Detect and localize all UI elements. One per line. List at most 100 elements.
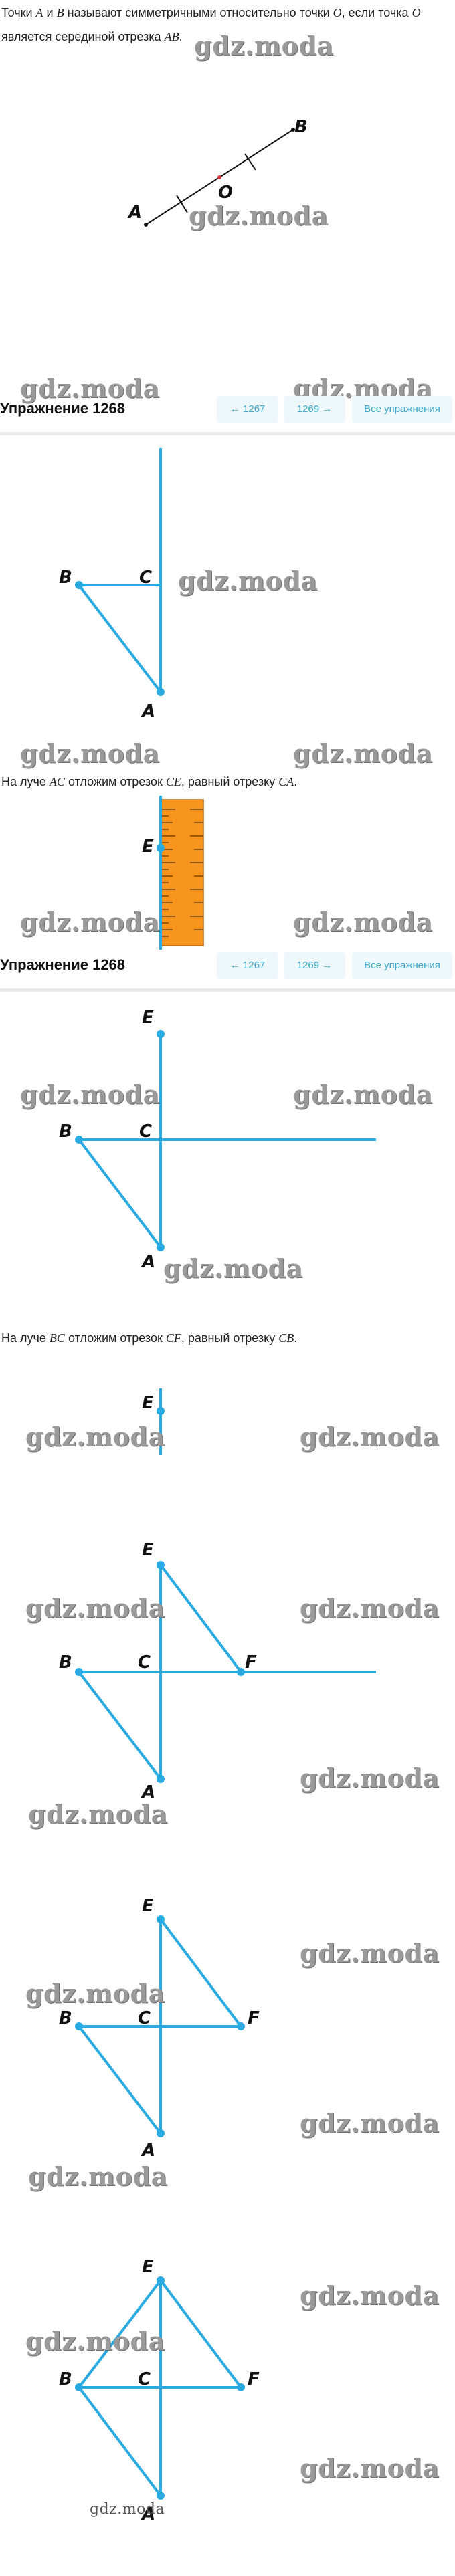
all-exercises-button[interactable]: Все упражнения [352, 952, 452, 979]
watermark: gdz.moda [20, 373, 160, 403]
watermark: gdz.moda [28, 1799, 168, 1829]
watermark: gdz.moda [25, 1978, 165, 2008]
exercise-title: Упражнение 1268 [0, 956, 126, 973]
label-C: C [139, 568, 152, 588]
step-text: На луче [1, 775, 46, 788]
figure-4: E B C F A [59, 1540, 376, 1799]
step2-text: На луче BC отложим отрезок CF, равный от… [1, 1328, 297, 1348]
watermark: gdz.moda [293, 907, 433, 937]
watermark: gdz.moda [25, 1422, 165, 1452]
step-text: . [294, 775, 298, 788]
label-A: A [141, 702, 155, 722]
label-B: B [59, 1121, 72, 1142]
math-B: B [56, 6, 64, 19]
watermark: gdz.moda [163, 1253, 303, 1283]
step1-text: На луче AC отложим отрезок CE, равный от… [1, 772, 297, 792]
divider [0, 432, 455, 435]
watermark: gdz.moda [20, 738, 160, 768]
intro-text: . [179, 30, 183, 43]
watermark: gdz.moda [194, 31, 334, 61]
label-E: E [142, 1896, 154, 1916]
watermark: gdz.moda [90, 2501, 165, 2518]
math-ray: BC [49, 1331, 65, 1345]
watermark: gdz.moda [25, 1593, 165, 1623]
label-E: E [142, 1540, 154, 1560]
math-ray: AC [49, 775, 65, 788]
figure-5: E B C F A [59, 1896, 260, 2160]
math-AB: AB [164, 30, 179, 43]
math-segment: CA [278, 775, 294, 788]
exercise-title: Упражнение 1268 [0, 400, 126, 417]
watermark: gdz.moda [189, 201, 329, 231]
next-exercise-button[interactable]: 1269 → [284, 952, 345, 979]
step-text: отложим отрезок [68, 1331, 163, 1345]
exercise-bar: Упражнение 1268 ← 1267 1269 → Все упражн… [0, 396, 455, 425]
label-C: C [138, 2369, 151, 2389]
ruler-figure: E [142, 796, 204, 950]
label-C: C [138, 2008, 151, 2028]
math-A: A [35, 6, 43, 19]
watermark: gdz.moda [300, 1763, 440, 1793]
math-O: O [333, 6, 342, 19]
step-text: На луче [1, 1331, 46, 1345]
watermark: gdz.moda [293, 738, 433, 768]
watermark: gdz.moda [20, 907, 160, 937]
math-segment: CE [165, 775, 181, 788]
intro-line-2: является серединой отрезка AB. [1, 27, 183, 47]
figure-6: E B C F A [59, 2257, 260, 2525]
divider [0, 988, 455, 992]
watermark: gdz.moda [300, 1938, 440, 1968]
label-E: E [142, 1008, 154, 1028]
exercise-bar: Упражнение 1268 ← 1267 1269 → Все упражн… [0, 952, 455, 982]
all-exercises-button[interactable]: Все упражнения [352, 396, 452, 423]
figure-2: E B C A [59, 1008, 376, 1272]
watermark: gdz.moda [300, 1422, 440, 1452]
label-C: C [138, 1652, 151, 1673]
prev-exercise-button[interactable]: ← 1267 [217, 396, 278, 423]
label-F: F [248, 2369, 260, 2389]
label-A: A [141, 1782, 155, 1799]
figure-1: B C A [59, 448, 165, 722]
label-B: B [59, 1652, 72, 1673]
label-B: B [59, 568, 72, 588]
label-F: F [245, 1652, 257, 1673]
next-exercise-button[interactable]: 1269 → [284, 396, 345, 423]
step-text: . [294, 1331, 298, 1345]
math-segment: CB [278, 1331, 294, 1345]
label-B: B [59, 2008, 72, 2028]
label-F: F [248, 2008, 260, 2028]
watermark: gdz.moda [300, 2453, 440, 2483]
watermark: gdz.moda [28, 2161, 168, 2191]
label-A: A [141, 2504, 155, 2525]
label-E: E [142, 2257, 154, 2277]
label-B: B [294, 117, 308, 137]
intro-text: называют симметричными относительно точк… [67, 6, 330, 19]
label-E: E [142, 1393, 154, 1413]
watermark: gdz.moda [293, 1079, 433, 1109]
label-C: C [139, 1121, 152, 1142]
watermark: gdz.moda [25, 2326, 165, 2356]
watermark: gdz.moda [300, 2280, 440, 2311]
symmetry-figure: A B O [127, 117, 308, 227]
step-text: отложим отрезок [68, 775, 163, 788]
label-O: O [218, 183, 233, 203]
intro-text: является серединой отрезка [1, 30, 161, 43]
label-A: A [141, 1252, 155, 1272]
intro-line-1: Точки A и B называют симметричными относ… [1, 3, 454, 23]
step-text: , равный отрезку [181, 775, 276, 788]
math-O: O [412, 6, 421, 19]
prev-exercise-button[interactable]: ← 1267 [217, 952, 278, 979]
watermark: gdz.moda [20, 1079, 160, 1109]
label-A: A [141, 2141, 155, 2160]
watermark: gdz.moda [300, 2108, 440, 2138]
intro-text: и [46, 6, 54, 19]
watermark: gdz.moda [178, 566, 318, 596]
watermark: gdz.moda [300, 1593, 440, 1623]
label-B: B [59, 2369, 72, 2389]
figure-3: E [142, 1388, 165, 1455]
math-segment: CF [165, 1331, 181, 1345]
step-text: , равный отрезку [181, 1331, 276, 1345]
label-E: E [142, 837, 154, 857]
intro-text: , если точка [341, 6, 409, 19]
intro-text: Точки [1, 6, 33, 19]
